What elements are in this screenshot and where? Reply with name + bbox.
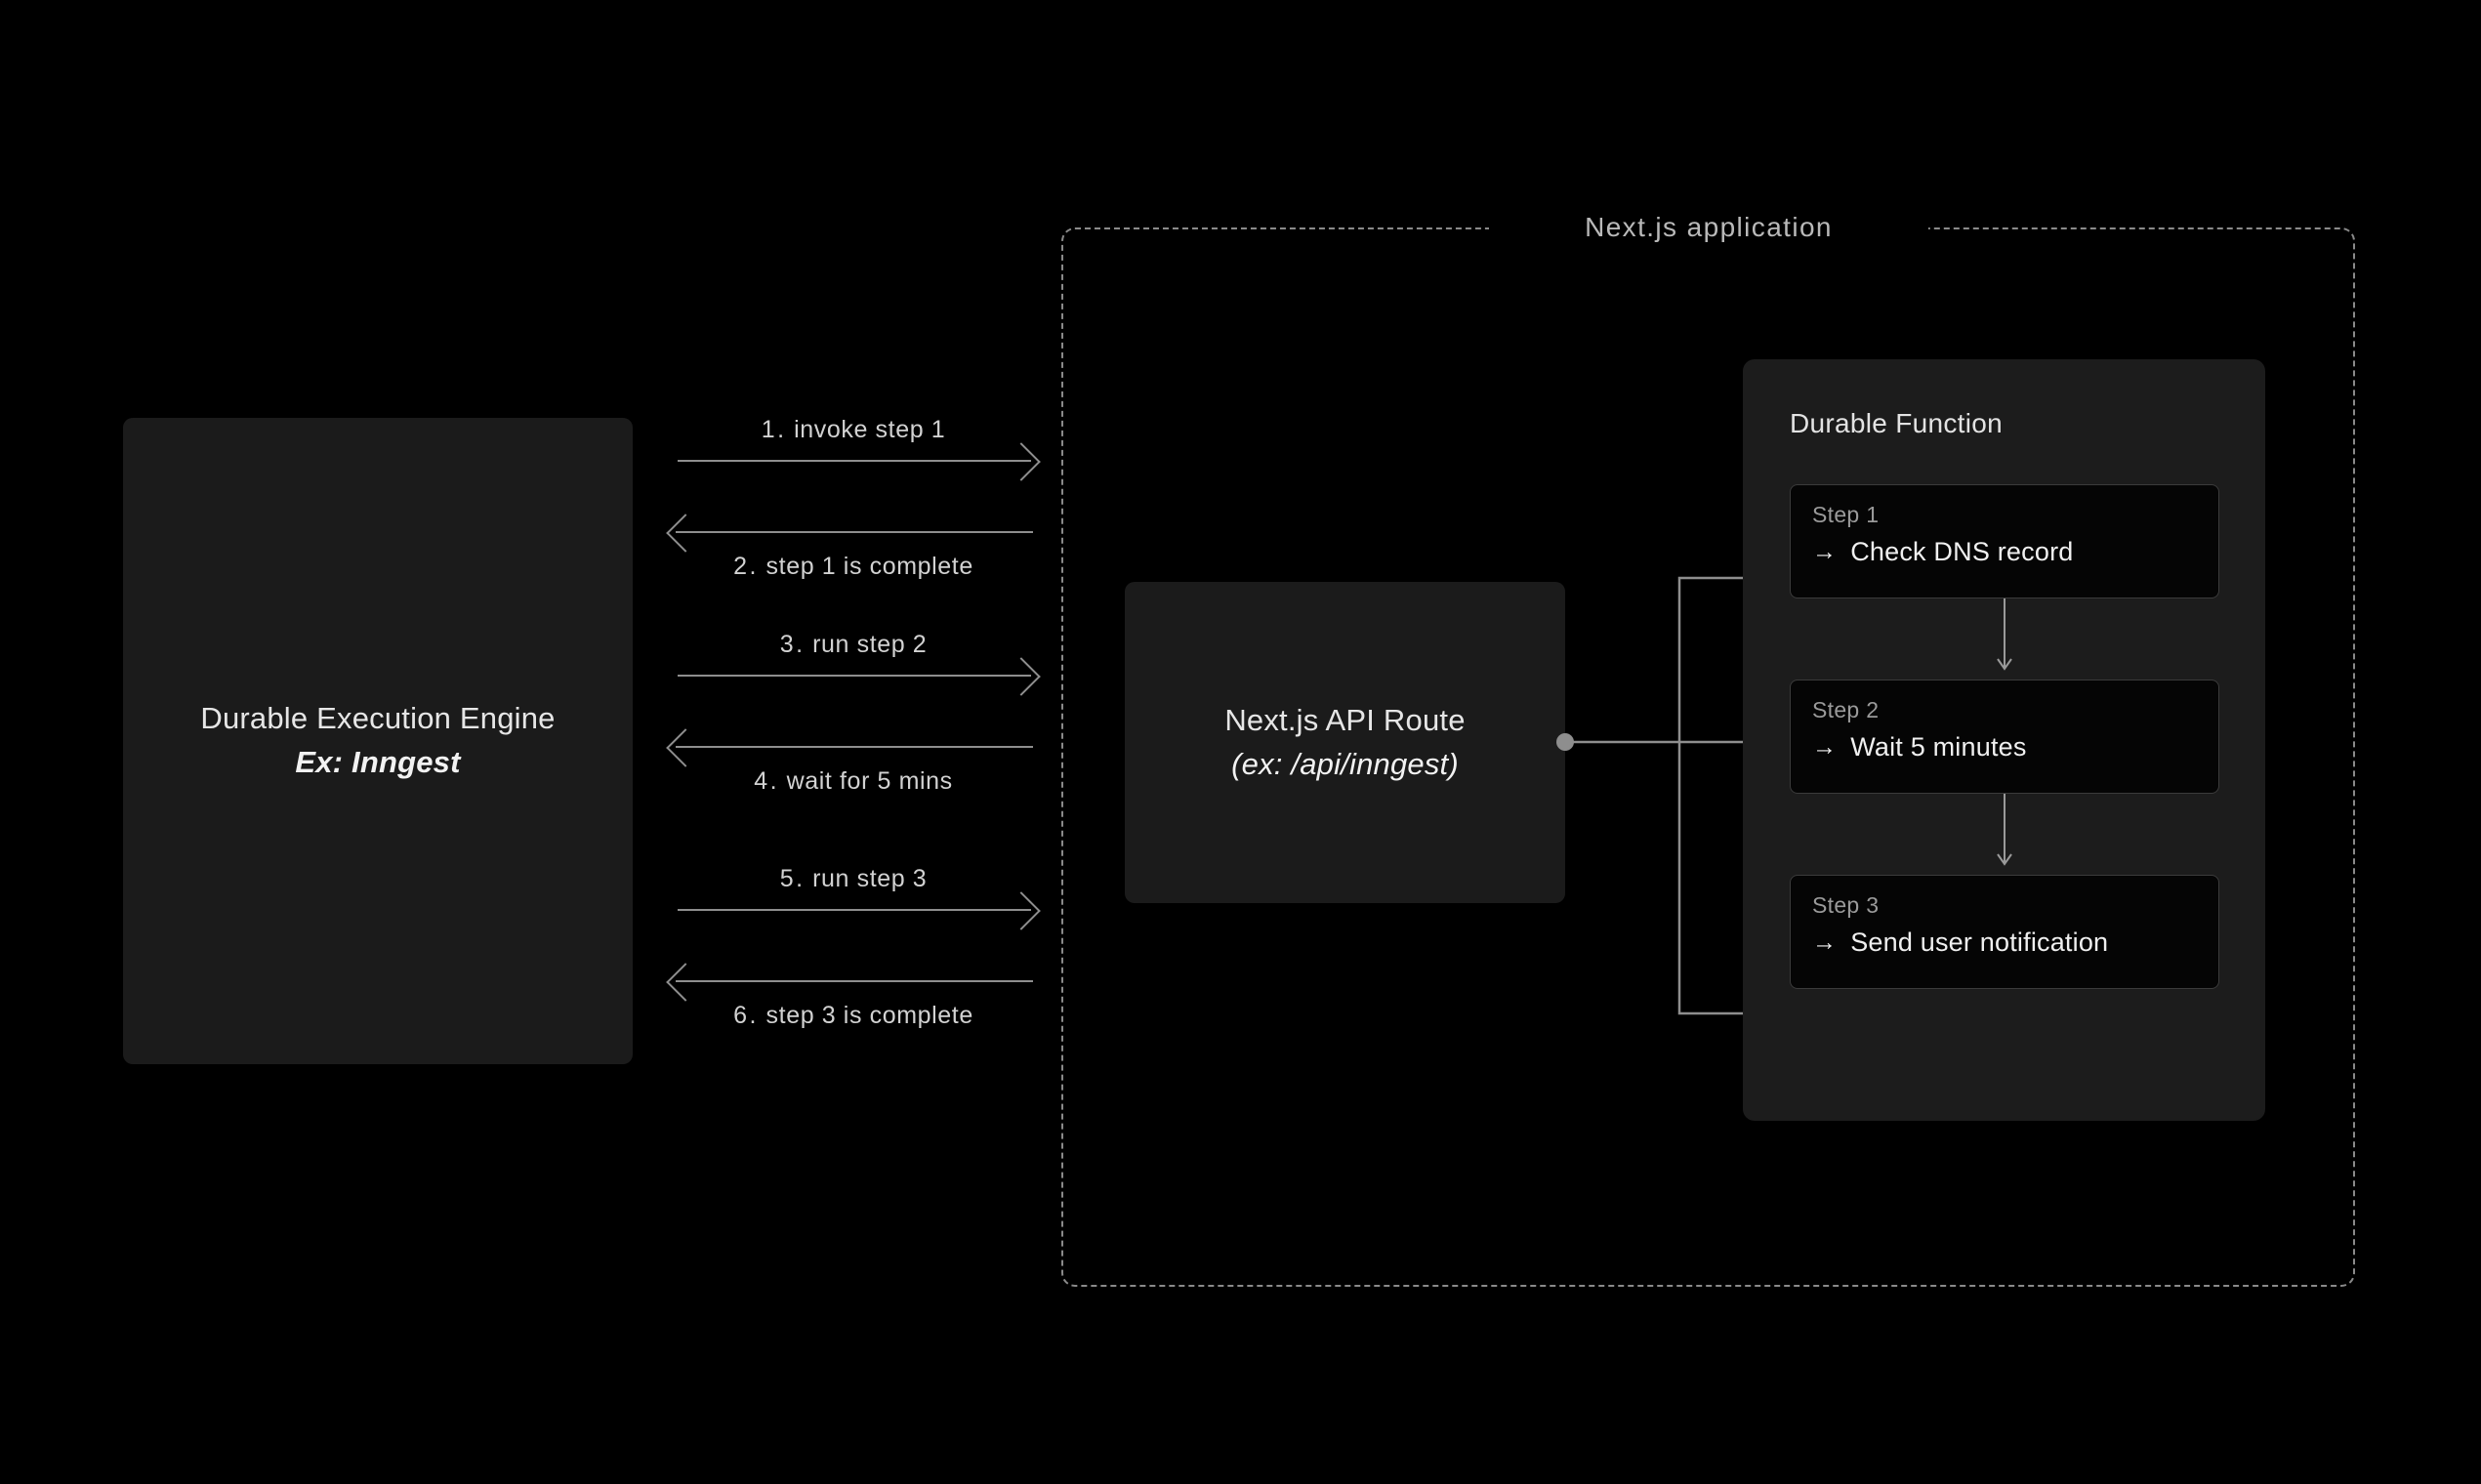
message-label-5: 5. run step 3 (670, 865, 1037, 893)
step-down-arrow-2-3 (1997, 794, 2012, 866)
message-row-5: 5. run step 3 (670, 859, 1041, 953)
engine-title: Durable Execution Engine (200, 701, 556, 736)
api-route-title: Next.js API Route (1224, 702, 1466, 737)
message-number-4: 4. (754, 767, 780, 795)
step-3-text: Send user notification (1850, 928, 2109, 957)
step-1-text-row: → Check DNS record (1812, 537, 2218, 567)
message-row-1: 1. invoke step 1 (670, 410, 1041, 504)
message-row-4: 4. wait for 5 mins (666, 719, 1037, 812)
engine-subtitle: Ex: Inngest (295, 745, 461, 779)
step-card-1[interactable]: Step 1 → Check DNS record (1790, 484, 2219, 598)
step-gap-2-3 (1790, 794, 2219, 875)
message-label-3: 3. run step 2 (670, 631, 1037, 659)
message-pair-1: 1. invoke step 1 2. step 1 is complete (666, 410, 1041, 598)
message-text-4: wait for 5 mins (786, 767, 953, 795)
message-label-2: 2. step 1 is complete (670, 553, 1037, 581)
arrow-head-left-4 (666, 728, 705, 767)
step-2-text: Wait 5 minutes (1850, 732, 2027, 762)
arrow-head-right-3 (1002, 657, 1041, 696)
message-sequence-arrows: 1. invoke step 1 2. step 1 is complete 3… (666, 410, 1041, 1035)
step-3-kicker: Step 3 (1812, 892, 1880, 918)
arrow-right-icon: → (1812, 928, 1838, 956)
nextjs-application-title: Next.js application (1585, 212, 1833, 242)
nextjs-application-title-wrap: Next.js application (1489, 195, 1928, 260)
step-card-2[interactable]: Step 2 → Wait 5 minutes (1790, 680, 2219, 794)
arrow-line-4 (676, 746, 1033, 748)
durable-function-title: Durable Function (1790, 408, 2004, 438)
arrow-head-right-5 (1002, 891, 1041, 930)
step-down-arrow-1-2 (1997, 598, 2012, 671)
message-number-1: 1. (761, 416, 787, 443)
message-label-6: 6. step 3 is complete (670, 1002, 1037, 1030)
message-number-5: 5. (779, 865, 806, 892)
durable-function-steps: Step 1 → Check DNS record Step 2 → Wait … (1790, 484, 2219, 989)
nextjs-api-route-box: Next.js API Route (ex: /api/inngest) (1125, 582, 1565, 903)
durable-function-panel: Durable Function Step 1 → Check DNS reco… (1743, 359, 2265, 1121)
step-2-kicker: Step 2 (1812, 697, 1880, 722)
arrow-right-icon: → (1812, 733, 1838, 761)
message-label-1: 1. invoke step 1 (670, 416, 1037, 444)
step-3-text-row: → Send user notification (1812, 928, 2218, 958)
message-text-6: step 3 is complete (765, 1002, 973, 1029)
step-1-kicker: Step 1 (1812, 502, 1880, 527)
arrow-head-right-1 (1002, 442, 1041, 481)
message-row-2: 2. step 1 is complete (666, 504, 1037, 598)
message-number-2: 2. (733, 553, 759, 580)
arrow-line-2 (676, 531, 1033, 533)
message-row-3: 3. run step 2 (670, 625, 1041, 719)
arrow-head-left-2 (666, 514, 705, 553)
arrow-head-left-6 (666, 963, 705, 1002)
arrow-right-icon: → (1812, 538, 1838, 565)
message-number-3: 3. (779, 631, 806, 658)
durable-execution-engine-box: Durable Execution Engine Ex: Inngest (123, 418, 633, 1064)
message-pair-3: 5. run step 3 6. step 3 is complete (666, 859, 1041, 1047)
step-card-3[interactable]: Step 3 → Send user notification (1790, 875, 2219, 989)
message-row-6: 6. step 3 is complete (666, 953, 1037, 1047)
arrow-line-1 (678, 460, 1031, 462)
step-gap-1-2 (1790, 598, 2219, 680)
step-1-text: Check DNS record (1850, 537, 2074, 566)
message-number-6: 6. (733, 1002, 759, 1029)
message-text-1: invoke step 1 (794, 416, 946, 443)
message-pair-2: 3. run step 2 4. wait for 5 mins (666, 625, 1041, 812)
message-text-5: run step 3 (812, 865, 928, 892)
arrow-line-5 (678, 909, 1031, 911)
step-2-text-row: → Wait 5 minutes (1812, 732, 2218, 763)
api-route-subtitle: (ex: /api/inngest) (1231, 746, 1459, 781)
message-text-2: step 1 is complete (765, 553, 973, 580)
arrow-line-3 (678, 675, 1031, 677)
message-text-3: run step 2 (812, 631, 928, 658)
message-label-4: 4. wait for 5 mins (670, 767, 1037, 796)
arrow-line-6 (676, 980, 1033, 982)
